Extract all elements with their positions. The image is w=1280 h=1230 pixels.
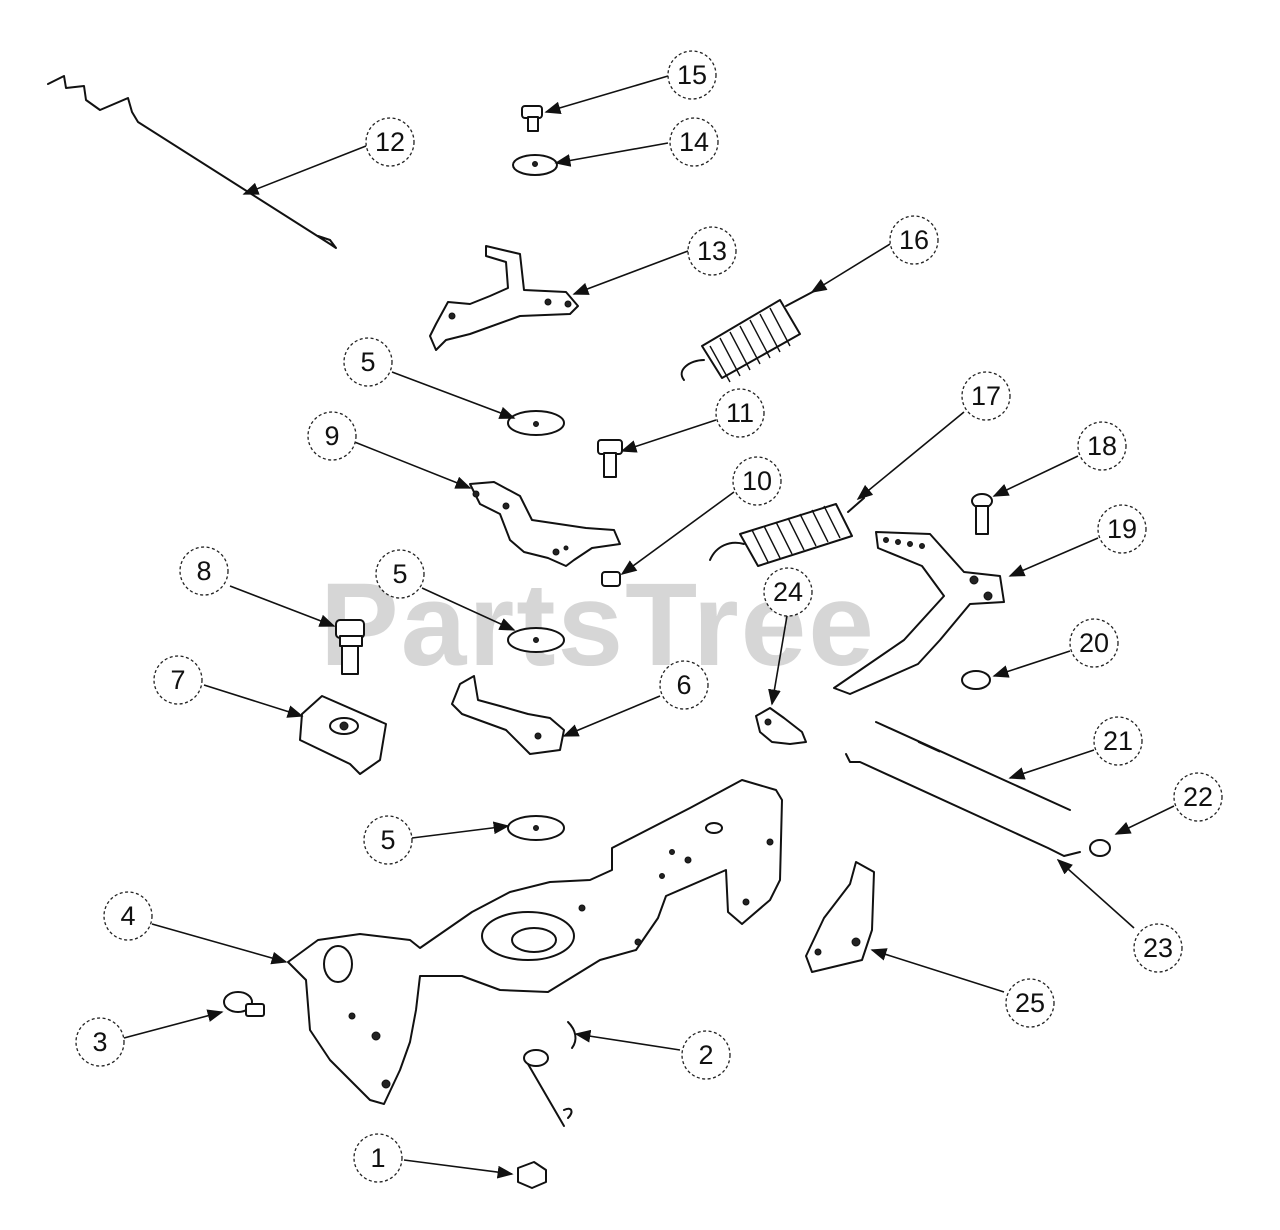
callout-25: 25 xyxy=(1005,978,1055,1028)
callout-1-label: 1 xyxy=(370,1143,385,1173)
part-16-spring xyxy=(680,287,821,383)
part-15-bolt xyxy=(521,105,543,132)
part-21-rod xyxy=(875,721,1071,811)
callout-11: 11 xyxy=(715,388,765,438)
callout-18-label: 18 xyxy=(1087,431,1117,461)
part-10-nut xyxy=(601,571,621,587)
callout-19: 19 xyxy=(1097,504,1147,554)
callout-7-label: 7 xyxy=(170,665,185,695)
callout-17-label: 17 xyxy=(971,381,1001,411)
part-3-bolt xyxy=(223,991,265,1017)
callout-2-label: 2 xyxy=(698,1040,713,1070)
callout-5b: 5 xyxy=(375,549,425,599)
callout-15: 15 xyxy=(667,50,717,100)
callout-18: 18 xyxy=(1077,421,1127,471)
part-22-nut xyxy=(1089,839,1111,857)
part-14-washer xyxy=(512,154,558,176)
callout-6: 6 xyxy=(659,660,709,710)
callout-7: 7 xyxy=(153,655,203,705)
callout-8-label: 8 xyxy=(196,556,211,586)
callout-3-label: 3 xyxy=(92,1027,107,1057)
part-9-governor-lever xyxy=(469,481,621,567)
callout-12-label: 12 xyxy=(375,127,405,157)
callout-5c-label: 5 xyxy=(380,825,395,855)
callout-4-label: 4 xyxy=(120,901,135,931)
callout-8: 8 xyxy=(179,546,229,596)
callout-21: 21 xyxy=(1093,716,1143,766)
callout-11-label: 11 xyxy=(726,398,754,428)
part-1-nut xyxy=(517,1161,547,1189)
callout-17: 17 xyxy=(961,371,1011,421)
part-24-clip xyxy=(755,707,807,745)
part-5-washer-bottom xyxy=(507,815,565,841)
part-18-screw xyxy=(971,493,993,535)
callout-22-label: 22 xyxy=(1183,782,1213,812)
callout-10-label: 10 xyxy=(742,466,772,496)
callout-3: 3 xyxy=(75,1017,125,1067)
callout-5c: 5 xyxy=(363,815,413,865)
callout-20-label: 20 xyxy=(1079,628,1109,658)
part-5-washer-middle xyxy=(507,627,565,653)
callout-20: 20 xyxy=(1069,618,1119,668)
callout-14: 14 xyxy=(669,117,719,167)
callout-23-label: 23 xyxy=(1143,933,1173,963)
leader-lines xyxy=(123,75,1175,1179)
callout-24-label: 24 xyxy=(773,577,803,607)
callout-13: 13 xyxy=(687,226,737,276)
callout-19-label: 19 xyxy=(1107,514,1137,544)
callout-4: 4 xyxy=(103,891,153,941)
part-13-lever xyxy=(429,245,579,351)
callout-23: 23 xyxy=(1133,923,1183,973)
callout-5a: 5 xyxy=(343,337,393,387)
callout-5b-label: 5 xyxy=(392,559,407,589)
callout-22: 22 xyxy=(1173,772,1223,822)
callout-10: 10 xyxy=(732,456,782,506)
part-17-spring xyxy=(709,497,865,567)
callout-25-label: 25 xyxy=(1015,988,1045,1018)
callout-16-label: 16 xyxy=(899,225,929,255)
part-25-plate xyxy=(805,861,875,973)
callout-1: 1 xyxy=(353,1133,403,1183)
part-23-link-rod xyxy=(845,753,1081,857)
callout-15-label: 15 xyxy=(677,60,707,90)
part-19-control-arm xyxy=(833,531,1005,695)
callout-5a-label: 5 xyxy=(360,347,375,377)
callout-2: 2 xyxy=(681,1030,731,1080)
callout-16: 16 xyxy=(889,215,939,265)
part-8-stud-bolt xyxy=(335,619,365,675)
callout-13-label: 13 xyxy=(697,236,727,266)
part-4-main-bracket xyxy=(287,779,783,1105)
part-20-nut xyxy=(961,670,991,690)
part-5-washer-top xyxy=(507,410,565,436)
callout-12: 12 xyxy=(365,117,415,167)
part-7-bracket xyxy=(299,695,387,775)
part-2-spring xyxy=(523,1021,577,1127)
callout-21-label: 21 xyxy=(1103,726,1133,756)
callout-6-label: 6 xyxy=(676,670,691,700)
callout-9-label: 9 xyxy=(324,421,339,451)
callout-14-label: 14 xyxy=(679,127,709,157)
callout-24: 24 xyxy=(763,567,813,617)
part-11-bolt xyxy=(597,439,623,478)
callout-9: 9 xyxy=(307,411,357,461)
part-12-rod xyxy=(47,75,337,249)
